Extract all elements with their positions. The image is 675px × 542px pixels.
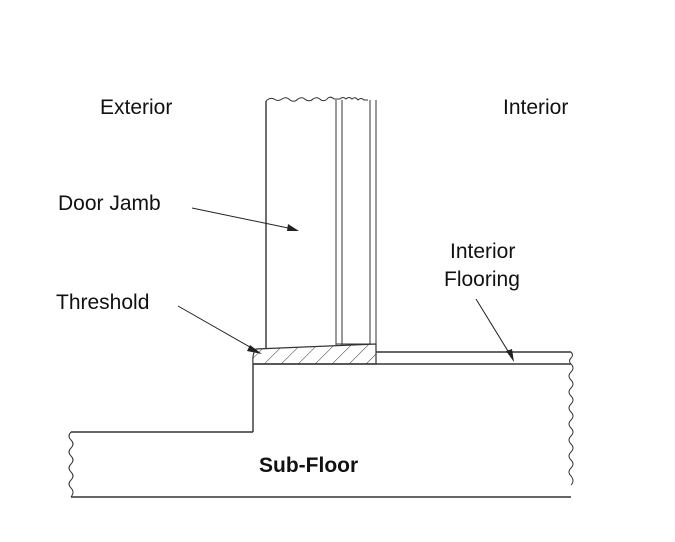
interior-flooring: [376, 351, 573, 365]
sub-floor-block: [68, 363, 574, 498]
door-jamb: [265, 96, 377, 348]
threshold-piece: [252, 343, 377, 365]
door-jamb-leader: [191, 207, 299, 231]
interior-flooring-leader: [475, 298, 514, 362]
sub-floor-label: Sub-Floor: [259, 454, 358, 477]
threshold-label: Threshold: [56, 291, 149, 314]
right-break-line: [568, 363, 574, 486]
exterior-label: Exterior: [100, 96, 172, 119]
door-jamb-label: Door Jamb: [58, 192, 161, 215]
interior-flooring-label-line2: Flooring: [444, 268, 520, 291]
threshold-leader: [177, 305, 262, 354]
interior-label: Interior: [503, 96, 568, 119]
interior-flooring-label-line1: Interior: [450, 240, 515, 263]
jamb-break-line: [265, 96, 368, 102]
left-break-line: [68, 431, 74, 498]
